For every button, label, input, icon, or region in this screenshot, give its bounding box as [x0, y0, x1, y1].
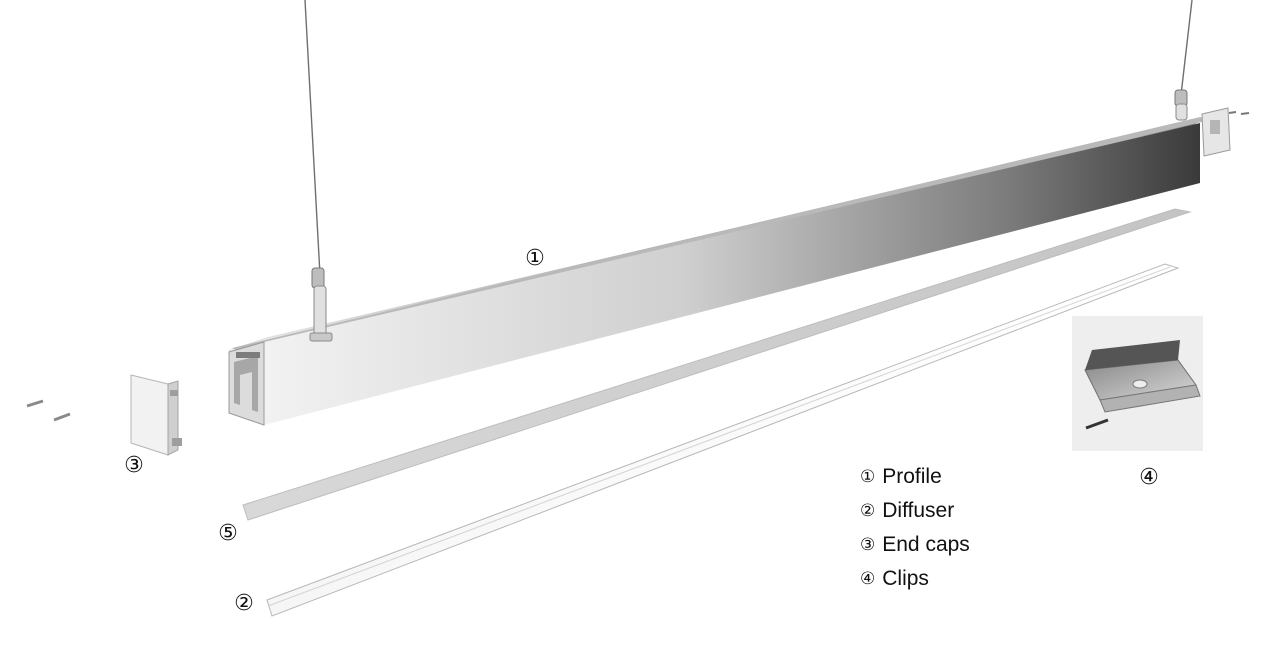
clips-illustration [1072, 316, 1203, 451]
callout-diffuser: ② [234, 591, 254, 616]
legend-number: ④ [860, 569, 876, 589]
suspension-wires [304, 0, 1193, 276]
part-5-strip [242, 208, 1192, 521]
legend-number: ① [860, 467, 876, 487]
callout-part-5: ⑤ [218, 521, 238, 546]
legend-label: Diffuser [882, 499, 955, 522]
screws-left [26, 399, 71, 422]
end-cap-left [130, 374, 182, 456]
end-cap-right [1201, 107, 1231, 157]
legend-number: ③ [860, 535, 876, 555]
clip-screw [1085, 418, 1109, 430]
legend-number: ② [860, 501, 876, 521]
suspension-gripper-right [1174, 89, 1188, 121]
legend-item: ② Diffuser [860, 494, 1060, 528]
profile-end-channel [234, 356, 258, 412]
profile-front-face [264, 123, 1200, 425]
profile-end-slot [236, 352, 260, 358]
suspension-gripper-left [309, 267, 333, 342]
callout-clips: ④ [1139, 465, 1159, 490]
suspension-wire-right [1180, 0, 1193, 96]
legend-label: Profile [882, 465, 942, 488]
callout-end-caps: ③ [124, 453, 144, 478]
legend-item: ③ End caps [860, 528, 1060, 562]
callout-profile: ① [525, 246, 545, 271]
legend-item: ① Profile [860, 460, 1060, 494]
suspension-wire-left [304, 0, 321, 276]
screws-right [1228, 111, 1250, 115]
legend-label: Clips [882, 567, 929, 590]
legend-label: End caps [882, 533, 970, 556]
profile [228, 117, 1210, 426]
legend: ① Profile ② Diffuser ③ End caps ④ Clips [860, 460, 1060, 596]
diffuser [266, 263, 1180, 617]
legend-item: ④ Clips [860, 562, 1060, 596]
